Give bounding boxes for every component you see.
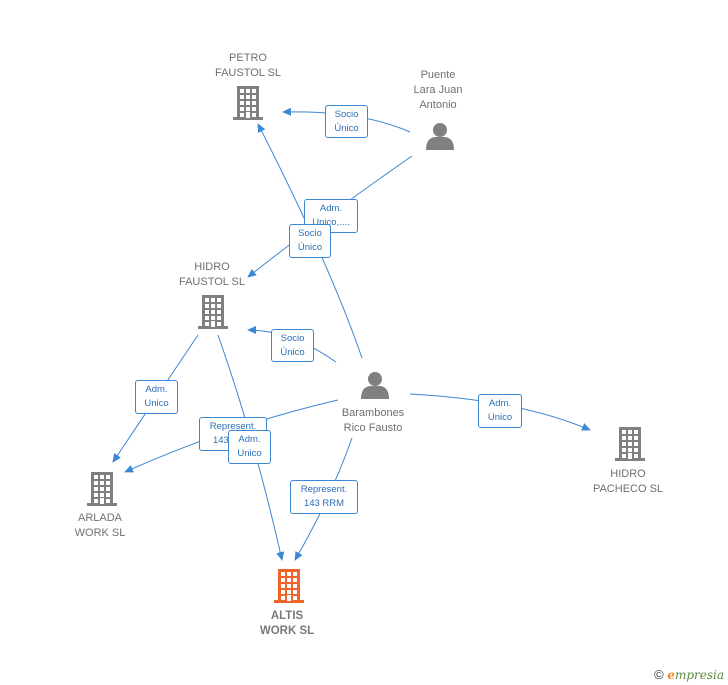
building-icon[interactable] — [198, 295, 228, 329]
node-label-arlada[interactable]: ARLADA WORK SL — [74, 512, 126, 539]
copyright-symbol: © — [654, 667, 664, 682]
building-icon[interactable] — [274, 569, 304, 603]
building-icon[interactable] — [87, 472, 117, 506]
edge-label-hidro_faustol-to-arlada[interactable]: Adm. Unico — [135, 380, 178, 414]
edge-label-hidro_faustol-to-altis[interactable]: Adm. Unico — [228, 430, 271, 464]
node-label-puente-lara[interactable]: Puente Lara Juan Antonio — [413, 69, 463, 111]
edge-label-puente_lara-to-hidro_faustol[interactable]: Adm. Unico,.... — [304, 199, 358, 233]
building-icon[interactable] — [615, 427, 645, 461]
edge-label-barambones-to-hidro_pacheco[interactable]: Adm. Unico — [478, 394, 522, 428]
node-label-petro-faustol[interactable]: PETRO FAUSTOL SL — [214, 52, 282, 79]
brand-logo[interactable]: empresia — [667, 668, 724, 682]
node-label-altis[interactable]: ALTIS WORK SL — [259, 610, 315, 637]
building-icon[interactable] — [233, 86, 263, 120]
edge-label-puente_lara-to-petro_faustol[interactable]: Socio Único — [325, 105, 368, 138]
edge-label-barambones-to-petro_faustol[interactable]: Socio Único — [289, 224, 331, 258]
node-label-hidro-pacheco[interactable]: HIDRO PACHECO SL — [592, 468, 664, 495]
person-icon[interactable] — [361, 372, 389, 399]
edge-label-barambones-to-hidro_faustol[interactable]: Socio Único — [271, 329, 314, 362]
person-icon[interactable] — [426, 123, 454, 150]
node-label-barambones[interactable]: Barambones Rico Fausto — [341, 407, 405, 434]
node-label-hidro-faustol[interactable]: HIDRO FAUSTOL SL — [178, 261, 246, 288]
footer-credit: © empresia — [654, 667, 724, 682]
edge-label-barambones-to-altis[interactable]: Represent. 143 RRM — [290, 480, 358, 514]
